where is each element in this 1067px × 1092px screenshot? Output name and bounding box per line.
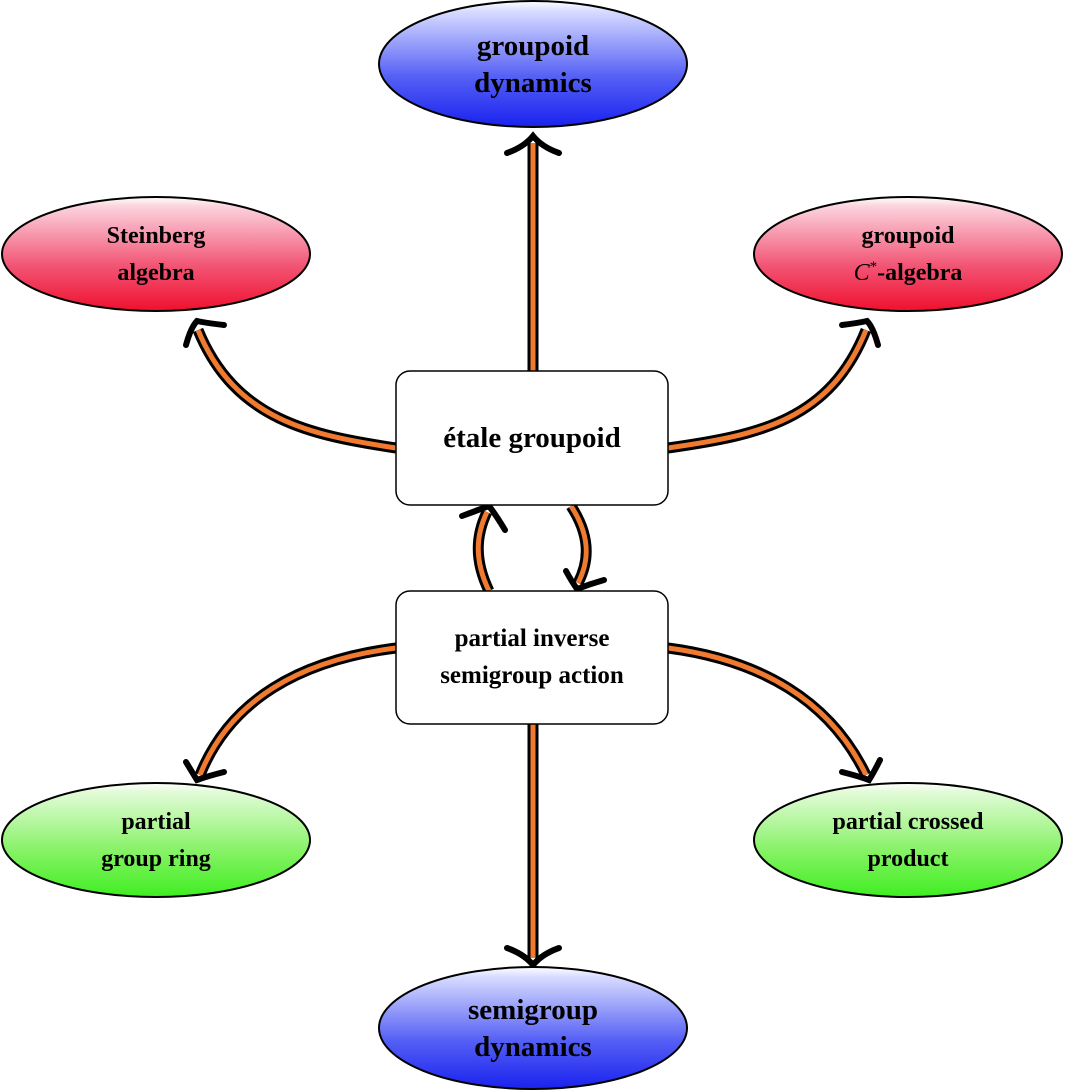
etale-groupoid-label: étale groupoid <box>443 422 621 454</box>
node-partial-inverse-semigroup-action: partial inverse semigroup action <box>395 590 669 725</box>
node-semigroup-dynamics: semigroup dynamics <box>378 966 688 1090</box>
cstar-math-c: C <box>854 260 871 286</box>
groupoid-dynamics-line2: dynamics <box>474 67 592 99</box>
arrow-partial-to-semigroup-dynamics <box>504 724 562 970</box>
arrow-etale-to-partial <box>563 502 607 593</box>
node-steinberg-algebra: Steinberg algebra <box>1 196 311 312</box>
arrow-etale-to-steinberg <box>183 317 397 454</box>
arrow-partial-to-group-ring <box>183 642 397 784</box>
partial-action-line2: semigroup action <box>440 662 624 689</box>
semigroup-dynamics-line1: semigroup <box>468 994 598 1026</box>
steinberg-algebra-line1: Steinberg <box>107 223 206 249</box>
groupoid-dynamics-line1: groupoid <box>477 30 589 62</box>
arrow-partial-to-crossed-product <box>667 642 883 784</box>
arrow-partial-to-etale <box>459 502 508 594</box>
groupoid-cstar-line1: groupoid <box>862 223 956 249</box>
cstar-rest: -algebra <box>877 260 962 286</box>
steinberg-algebra-line2: algebra <box>117 260 194 286</box>
arrow-etale-to-cstar <box>667 317 881 454</box>
arrow-etale-to-groupoid-dynamics <box>504 131 562 371</box>
partial-crossed-product-line1: partial crossed <box>833 809 985 835</box>
groupoid-cstar-line2: C*-algebra <box>854 259 963 286</box>
partial-crossed-product-line2: product <box>868 846 949 872</box>
node-etale-groupoid: étale groupoid <box>395 370 669 506</box>
arrows <box>183 131 883 970</box>
semigroup-dynamics-line2: dynamics <box>474 1031 592 1063</box>
node-partial-group-ring: partial group ring <box>1 782 311 898</box>
node-partial-crossed-product: partial crossed product <box>753 782 1063 898</box>
partial-action-line1: partial inverse <box>455 625 610 652</box>
node-groupoid-cstar-algebra: groupoid C*-algebra <box>753 196 1063 312</box>
partial-group-ring-line1: partial <box>121 809 191 835</box>
partial-group-ring-line2: group ring <box>101 846 211 872</box>
node-groupoid-dynamics: groupoid dynamics <box>378 0 688 128</box>
cstar-superscript: * <box>870 259 878 275</box>
